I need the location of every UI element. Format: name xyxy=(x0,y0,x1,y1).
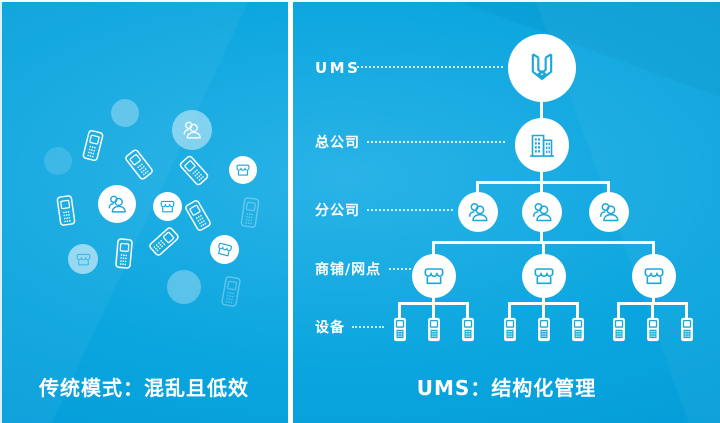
level-label-headquarters: 总公司 xyxy=(315,135,360,151)
dotted-leader-ums xyxy=(357,66,503,68)
device-phone xyxy=(646,317,660,342)
tree-connector xyxy=(542,302,545,319)
tree-connector xyxy=(607,181,610,197)
shop-icon xyxy=(638,260,670,292)
phone-icon xyxy=(393,317,407,342)
phone-icon xyxy=(612,317,626,342)
phone-icon xyxy=(146,224,181,258)
tree-connector xyxy=(576,302,579,319)
people-icon xyxy=(172,110,212,150)
device-phone xyxy=(680,317,694,342)
branch-node xyxy=(589,192,629,232)
dotted-leader-headquarters xyxy=(367,141,505,143)
shop-icon xyxy=(229,156,257,184)
dotted-leader-branch xyxy=(367,209,453,211)
shop-icon xyxy=(210,235,239,264)
shop-icon xyxy=(68,244,98,274)
phone-icon xyxy=(503,317,517,342)
device-phone xyxy=(612,317,626,342)
shop-icon xyxy=(528,260,560,292)
ums-mode-caption: UMS：结构化管理 xyxy=(416,376,597,400)
tree-connector xyxy=(617,302,620,319)
phone-icon xyxy=(646,317,660,342)
level-label-shop: 商铺/网点 xyxy=(315,262,382,278)
building-icon xyxy=(523,126,561,164)
people-icon xyxy=(463,197,493,227)
dotted-leader-device xyxy=(352,326,384,328)
traditional-mode-panel: 传统模式：混乱且低效 xyxy=(0,0,288,423)
ums-root-node xyxy=(508,34,576,102)
tree-connector xyxy=(432,293,435,304)
tree-connector xyxy=(540,96,543,124)
device-phone xyxy=(537,317,551,342)
phone-icon xyxy=(55,194,77,227)
tree-connector xyxy=(466,302,469,319)
tree-connector xyxy=(476,181,479,197)
tree-connector xyxy=(540,228,543,244)
device-phone xyxy=(571,317,585,342)
people-icon xyxy=(527,197,557,227)
tree-connector xyxy=(652,293,655,304)
tree-connector xyxy=(651,302,654,319)
shop-icon xyxy=(153,192,182,221)
level-label-device: 设备 xyxy=(315,320,345,336)
people-icon xyxy=(167,270,201,304)
device-phone xyxy=(427,317,441,342)
shop-icon xyxy=(44,147,72,175)
phone-icon xyxy=(114,237,135,269)
shop-node xyxy=(412,254,456,298)
phone-icon xyxy=(239,196,261,229)
tree-connector xyxy=(652,241,655,257)
phone-icon xyxy=(571,317,585,342)
tree-connector xyxy=(542,241,545,257)
device-phone xyxy=(503,317,517,342)
level-label-branch: 分公司 xyxy=(315,203,360,219)
shop-icon xyxy=(111,99,139,127)
tree-connector xyxy=(508,302,511,319)
dotted-leader-shop xyxy=(389,268,411,270)
tree-connector xyxy=(476,181,610,184)
device-phone xyxy=(393,317,407,342)
tree-connector xyxy=(432,241,435,257)
ums-logo-icon xyxy=(520,46,564,90)
phone-icon xyxy=(537,317,551,342)
tree-connector xyxy=(685,302,688,319)
phone-icon xyxy=(427,317,441,342)
tree-connector xyxy=(540,181,543,197)
shop-node xyxy=(632,254,676,298)
headquarters-node xyxy=(515,118,569,172)
tree-connector xyxy=(542,293,545,304)
people-icon xyxy=(98,185,136,223)
people-icon xyxy=(594,197,624,227)
device-phone xyxy=(461,317,475,342)
phone-icon xyxy=(122,147,155,183)
phone-icon xyxy=(182,198,213,234)
phone-icon xyxy=(461,317,475,342)
phone-icon xyxy=(219,275,242,309)
phone-icon xyxy=(177,153,211,188)
phone-icon xyxy=(81,128,106,162)
tree-connector xyxy=(398,302,401,319)
tree-connector xyxy=(540,166,543,184)
tree-connector xyxy=(432,302,435,319)
shop-node xyxy=(522,254,566,298)
branch-node xyxy=(522,192,562,232)
phone-icon xyxy=(680,317,694,342)
shop-icon xyxy=(418,260,450,292)
level-label-ums: UMS xyxy=(315,59,361,77)
branch-node xyxy=(458,192,498,232)
traditional-mode-caption: 传统模式：混乱且低效 xyxy=(39,376,249,400)
panel-divider xyxy=(288,0,293,423)
ums-structure-panel: UMS 总公司 分公司 商铺/网点 设备 xyxy=(293,0,720,423)
